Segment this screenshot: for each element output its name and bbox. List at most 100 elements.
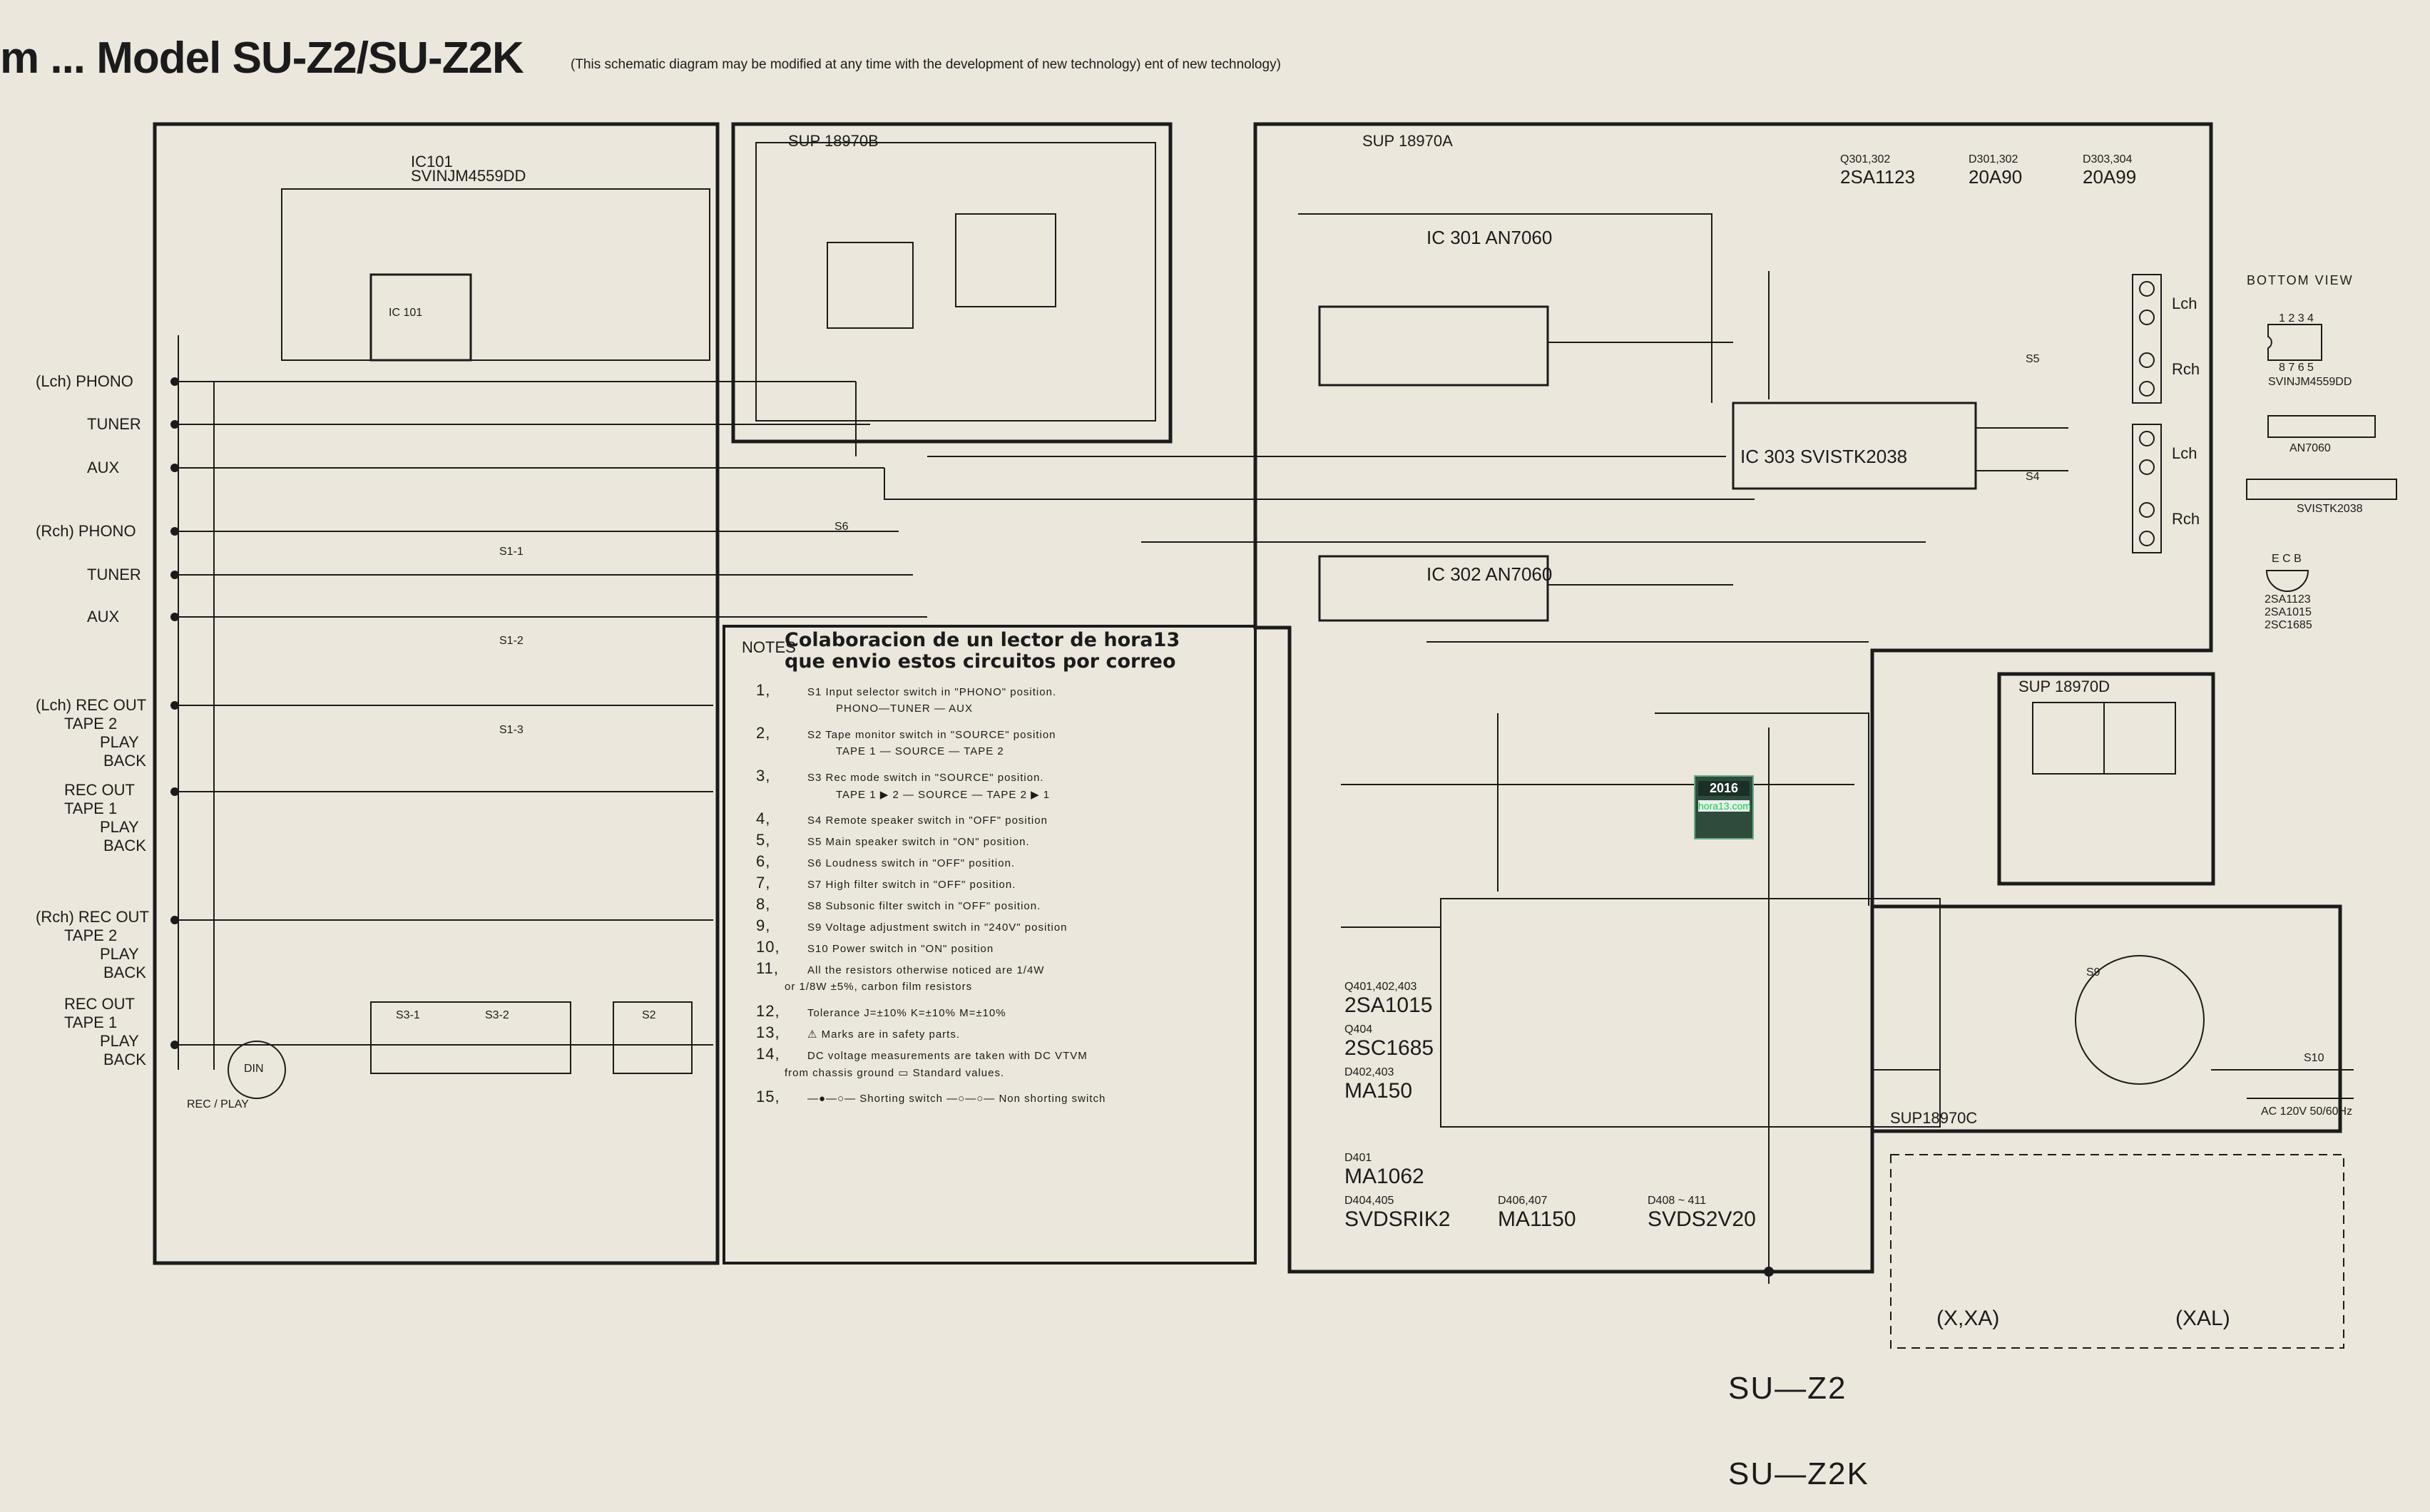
note-item: 4, S4 Remote speaker switch in "OFF" posi…	[756, 809, 1048, 828]
note-text: S8 Subsonic filter switch in "OFF" posit…	[807, 900, 1041, 912]
part-number: MA1062	[1344, 1165, 1424, 1188]
part-number: 2SA1015	[1344, 993, 1433, 1017]
page-title: m ... Model SU-Z2/SU-Z2K	[0, 34, 524, 83]
part-ref-text: D303,304	[2083, 153, 2133, 165]
input-lch-tuner: TUNER	[87, 415, 141, 433]
bottom-view-ic1: SVINJM4559DD	[2268, 376, 2352, 388]
input-lch-aux: AUX	[87, 459, 120, 476]
tape-out-sub: TAPE 1	[64, 1013, 118, 1031]
note-item: 9, S9 Voltage adjustment switch in "240V"…	[756, 916, 1068, 935]
part-number: 2SC1685	[1344, 1036, 1434, 1060]
note-num: 12,	[756, 1002, 780, 1020]
ac-label: AC 120V 50/60Hz	[2261, 1105, 2353, 1118]
pin-numbers: 8 7 6 5	[2279, 362, 2314, 374]
transistor-part: 2SA1123	[2265, 593, 2311, 606]
tape-out-lch-1: REC OUT TAPE 1 PLAY BACK	[64, 781, 146, 855]
part-number: 2SA1123	[1840, 166, 1916, 188]
ic101-label: IC 101	[389, 307, 423, 319]
note-text: S9 Voltage adjustment switch in "240V" p…	[807, 921, 1068, 934]
tape-out-sub: PLAY	[100, 733, 139, 751]
note-text: S4 Remote speaker switch in "OFF" positi…	[807, 814, 1048, 827]
part-number: MA150	[1344, 1079, 1413, 1103]
note-text: S7 High filter switch in "OFF" position.	[807, 879, 1016, 891]
note-text: ⚠ Marks are in safety parts.	[807, 1028, 961, 1041]
notes-panel: NOTES Colaboracion de un lector de hora1…	[742, 630, 1241, 1106]
note-num: 9,	[756, 916, 771, 934]
note-item: 15,—●—○— Shorting switch —○—○— Non short…	[756, 1088, 1106, 1106]
note-item: 8, S8 Subsonic filter switch in "OFF" pos…	[756, 895, 1041, 914]
tape-out-label: (Lch) REC OUT	[36, 696, 147, 714]
transistor-part: 2SC1685	[2265, 619, 2312, 631]
speaker-label: Rch	[2172, 360, 2200, 378]
input-rch-aux: AUX	[87, 608, 120, 625]
speaker-label: Rch	[2172, 510, 2200, 528]
page-subtitle: (This schematic diagram may be modified …	[571, 57, 1281, 72]
watermark-logo: 2016 hora13.com	[1694, 775, 1754, 839]
tape-out-sub: BACK	[103, 964, 146, 981]
switch-label: S5	[2026, 353, 2040, 365]
note-item: 14,DC voltage measurements are taken wit…	[756, 1045, 1088, 1079]
bottom-view-title: BOTTOM VIEW	[2247, 273, 2354, 287]
switch-label: S6	[834, 521, 849, 533]
part-ref-text: D301,302	[1969, 153, 2018, 165]
note-text: Tolerance J=±10% K=±10% M=±10%	[807, 1007, 1006, 1019]
transistor-pins: E C B	[2272, 553, 2302, 565]
board-b-label: SUP 18970B	[788, 132, 879, 150]
collaboration-note: Colaboracion de un lector de hora13 que …	[785, 630, 1180, 673]
note-item: 3, S3 Rec mode switch in "SOURCE" positio…	[756, 767, 1049, 801]
watermark-year: 2016	[1698, 781, 1750, 796]
part-number: 20A90	[1969, 166, 2023, 188]
pin-numbers: 1 2 3 4	[2279, 312, 2314, 325]
tape-out-sub: TAPE 2	[64, 926, 118, 944]
note-sub: PHONO—TUNER — AUX	[836, 703, 974, 715]
switch-label: S3-1	[396, 1009, 420, 1021]
tape-out-lch-2: (Lch) REC OUT TAPE 2 PLAY BACK	[36, 696, 146, 770]
note-text: S10 Power switch in "ON" position	[807, 943, 994, 955]
part-ref-text: Q301,302	[1840, 153, 1891, 165]
note-text: —●—○— Shorting switch —○—○— Non shorting…	[807, 1093, 1106, 1105]
note-text: S3 Rec mode switch in "SOURCE" position.	[807, 772, 1044, 784]
note-item: 1,S1 Input selector switch in "PHONO" po…	[756, 681, 1056, 715]
note-num: 3,	[756, 767, 771, 785]
note-text: S2 Tape monitor switch in "SOURCE" posit…	[807, 729, 1056, 741]
speaker-label: Lch	[2172, 295, 2197, 312]
part-number: 20A99	[2083, 166, 2137, 188]
note-item: 7, S7 High filter switch in "OFF" positio…	[756, 874, 1016, 892]
model-label: SU—Z2	[1728, 1371, 1847, 1406]
note-num: 4,	[756, 809, 771, 827]
note-text: S6 Loudness switch in "OFF" position.	[807, 857, 1016, 869]
tape-out-sub: BACK	[103, 752, 146, 770]
tape-out-rch-2: (Rch) REC OUT TAPE 2 PLAY BACK	[36, 908, 149, 982]
ic302-label: IC 302 AN7060	[1426, 563, 1553, 585]
note-item: 11,All the resistors otherwise noticed a…	[756, 959, 1044, 993]
ic303-label: IC 303 SVISTK2038	[1740, 446, 1908, 467]
board-a-label: SUP 18970A	[1362, 132, 1453, 150]
part-ref-text: D408 ~ 411	[1648, 1195, 1706, 1207]
switch-label: S1-2	[499, 635, 524, 647]
part-ref-text: Q404	[1344, 1023, 1373, 1036]
switch-label: S3-2	[485, 1009, 509, 1021]
variant-label: (X,XA)	[1936, 1307, 2000, 1330]
ic-label: IC101	[411, 153, 453, 170]
tape-out-sub: TAPE 2	[64, 715, 118, 732]
bottom-view-ic3: SVISTK2038	[2297, 503, 2363, 515]
part-ref-text: D402,403	[1344, 1066, 1394, 1078]
variant-label: (XAL)	[2175, 1307, 2230, 1330]
part-ref-text: D406,407	[1498, 1195, 1548, 1207]
note-num: 1,	[756, 681, 771, 699]
ic301-label: IC 301 AN7060	[1426, 227, 1553, 248]
note-sub: TAPE 1 ▶ 2 — SOURCE — TAPE 2 ▶ 1	[836, 789, 1051, 801]
note-sub: TAPE 1 — SOURCE — TAPE 2	[836, 745, 1004, 757]
part-number: MA1150	[1498, 1207, 1576, 1231]
note-num: 8,	[756, 895, 771, 913]
input-lch-phono: (Lch) PHONO	[36, 372, 133, 390]
note-num: 7,	[756, 874, 771, 892]
note-num: 2,	[756, 724, 771, 742]
switch-label: S1-3	[499, 724, 524, 736]
notes-header: NOTES	[742, 638, 796, 656]
switch-label: S2	[642, 1009, 656, 1021]
